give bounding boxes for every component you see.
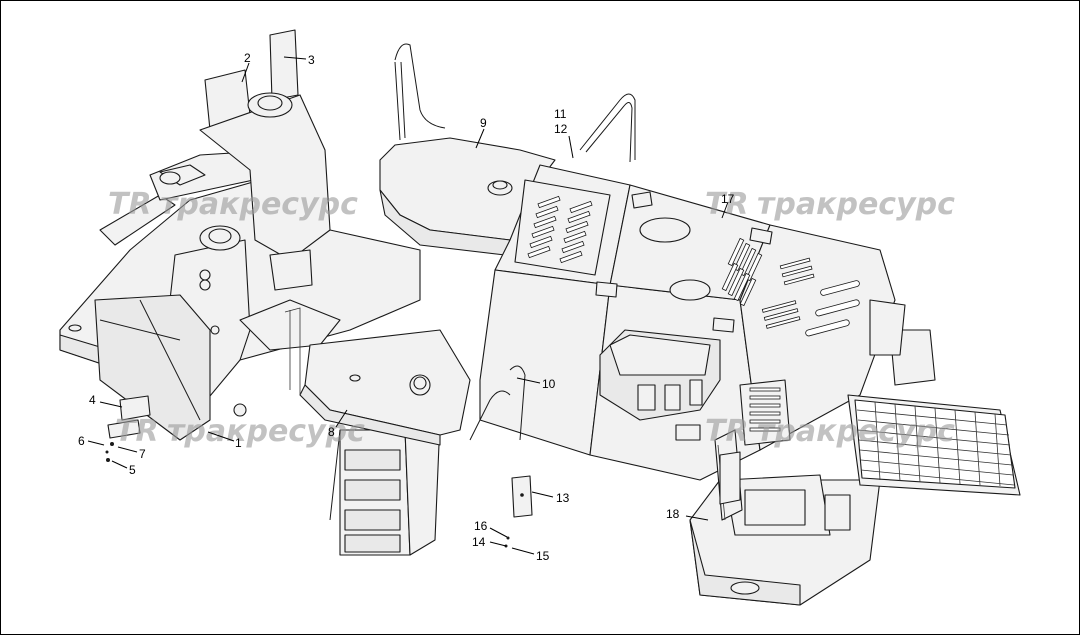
left-platform: [284, 307, 471, 446]
callout-2: 2: [244, 51, 251, 65]
rear-counterweight: [689, 474, 881, 606]
callout-14: 14: [472, 535, 486, 549]
callout-labels: 1 2 3 4 5 6 7 8 9 10 11 12 13 14 15 16 1…: [78, 51, 735, 563]
leader-lines: [87, 56, 729, 555]
callout-9: 9: [480, 116, 487, 130]
callout-8: 8: [328, 425, 335, 439]
side-door: [714, 429, 743, 521]
callout-3: 3: [308, 53, 315, 67]
watermark-2: TR тракресурс: [705, 187, 955, 222]
radiator-grille: [847, 299, 1021, 496]
watermark-1: TR тракресурс: [108, 187, 358, 222]
vent-grille-right: [721, 237, 860, 432]
watermark-text: тракресурс: [160, 187, 358, 222]
callout-5: 5: [129, 463, 136, 477]
callout-7: 7: [139, 447, 146, 461]
watermark-logo: TR: [108, 187, 152, 222]
watermark-text: тракресурс: [757, 187, 955, 222]
access-ladder: [329, 419, 441, 556]
watermark-text: тракресурс: [167, 414, 365, 449]
callout-11: 11: [554, 107, 567, 121]
callout-4: 4: [89, 393, 96, 407]
watermark-4: TR тракресурс: [705, 414, 955, 449]
callout-15: 15: [536, 549, 550, 563]
vent-grille-center: [514, 179, 611, 276]
grille-mesh: [856, 401, 1015, 487]
watermark-logo: TR: [705, 414, 749, 449]
watermark-logo: TR: [115, 414, 159, 449]
callout-1: 1: [235, 436, 242, 450]
decal-plate: [504, 475, 533, 548]
front-frame: [59, 29, 421, 441]
callout-6: 6: [78, 434, 85, 448]
callout-13: 13: [556, 491, 570, 505]
callout-16: 16: [474, 519, 488, 533]
watermark-text: тракресурс: [757, 414, 955, 449]
callout-10: 10: [542, 377, 556, 391]
hardware-parts-left: [105, 395, 151, 462]
callout-18: 18: [666, 507, 680, 521]
handrails: [394, 43, 636, 441]
callout-12: 12: [554, 122, 568, 136]
watermark-3: TR тракресурс: [115, 414, 365, 449]
callout-17: 17: [721, 192, 735, 206]
